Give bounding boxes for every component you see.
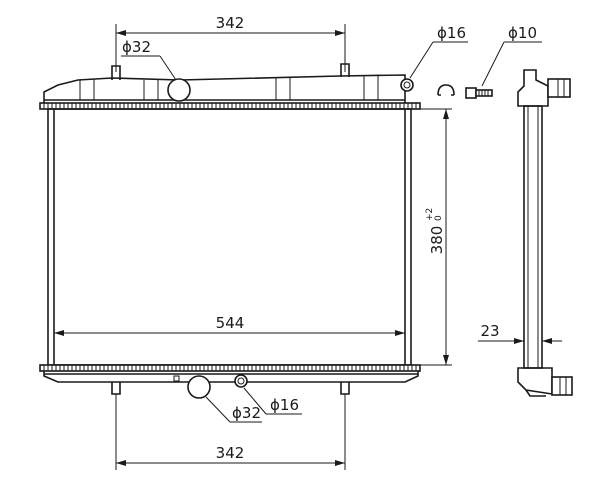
bleed-screw-label: ϕ10 — [508, 24, 537, 42]
core-height-tolerance-lower: 0 — [434, 215, 444, 221]
core-height-label: 380 — [428, 226, 446, 255]
core-height-dimension: 380 +2 0 — [420, 108, 452, 366]
top-vent-callout: ϕ16 — [409, 24, 468, 79]
radiator-side-view — [517, 69, 573, 397]
bottom-port — [234, 374, 248, 388]
core-width-dimension: 544 — [54, 314, 405, 336]
bottom-outlet-pipe — [187, 375, 211, 399]
bleed-screw-part: ϕ10 — [465, 24, 542, 99]
top-vent-port — [400, 78, 414, 92]
core-thickness-label: 23 — [480, 322, 499, 340]
core-thickness-dimension: 23 — [478, 322, 562, 344]
bottom-header-tank — [39, 364, 421, 399]
top-inlet-callout: ϕ32 — [121, 38, 177, 81]
core-width-label: 544 — [216, 314, 245, 332]
clip-part — [437, 84, 455, 96]
bottom-spacing-dimension: 342 — [115, 394, 346, 470]
top-spacing-dimension: 342 — [115, 14, 346, 72]
bottom-port-label: ϕ16 — [270, 396, 299, 414]
top-inlet-pipe — [167, 78, 191, 102]
bottom-spacing-label: 342 — [216, 444, 245, 462]
top-vent-label: ϕ16 — [437, 24, 466, 42]
top-inlet-label: ϕ32 — [122, 38, 151, 56]
top-header-tank — [39, 63, 421, 110]
bottom-port-callout: ϕ16 — [243, 387, 302, 415]
core-height-tolerance-upper: +2 — [425, 208, 435, 221]
bottom-outlet-callout: ϕ32 — [205, 396, 262, 423]
top-spacing-label: 342 — [216, 14, 245, 32]
bottom-outlet-label: ϕ32 — [232, 404, 261, 422]
